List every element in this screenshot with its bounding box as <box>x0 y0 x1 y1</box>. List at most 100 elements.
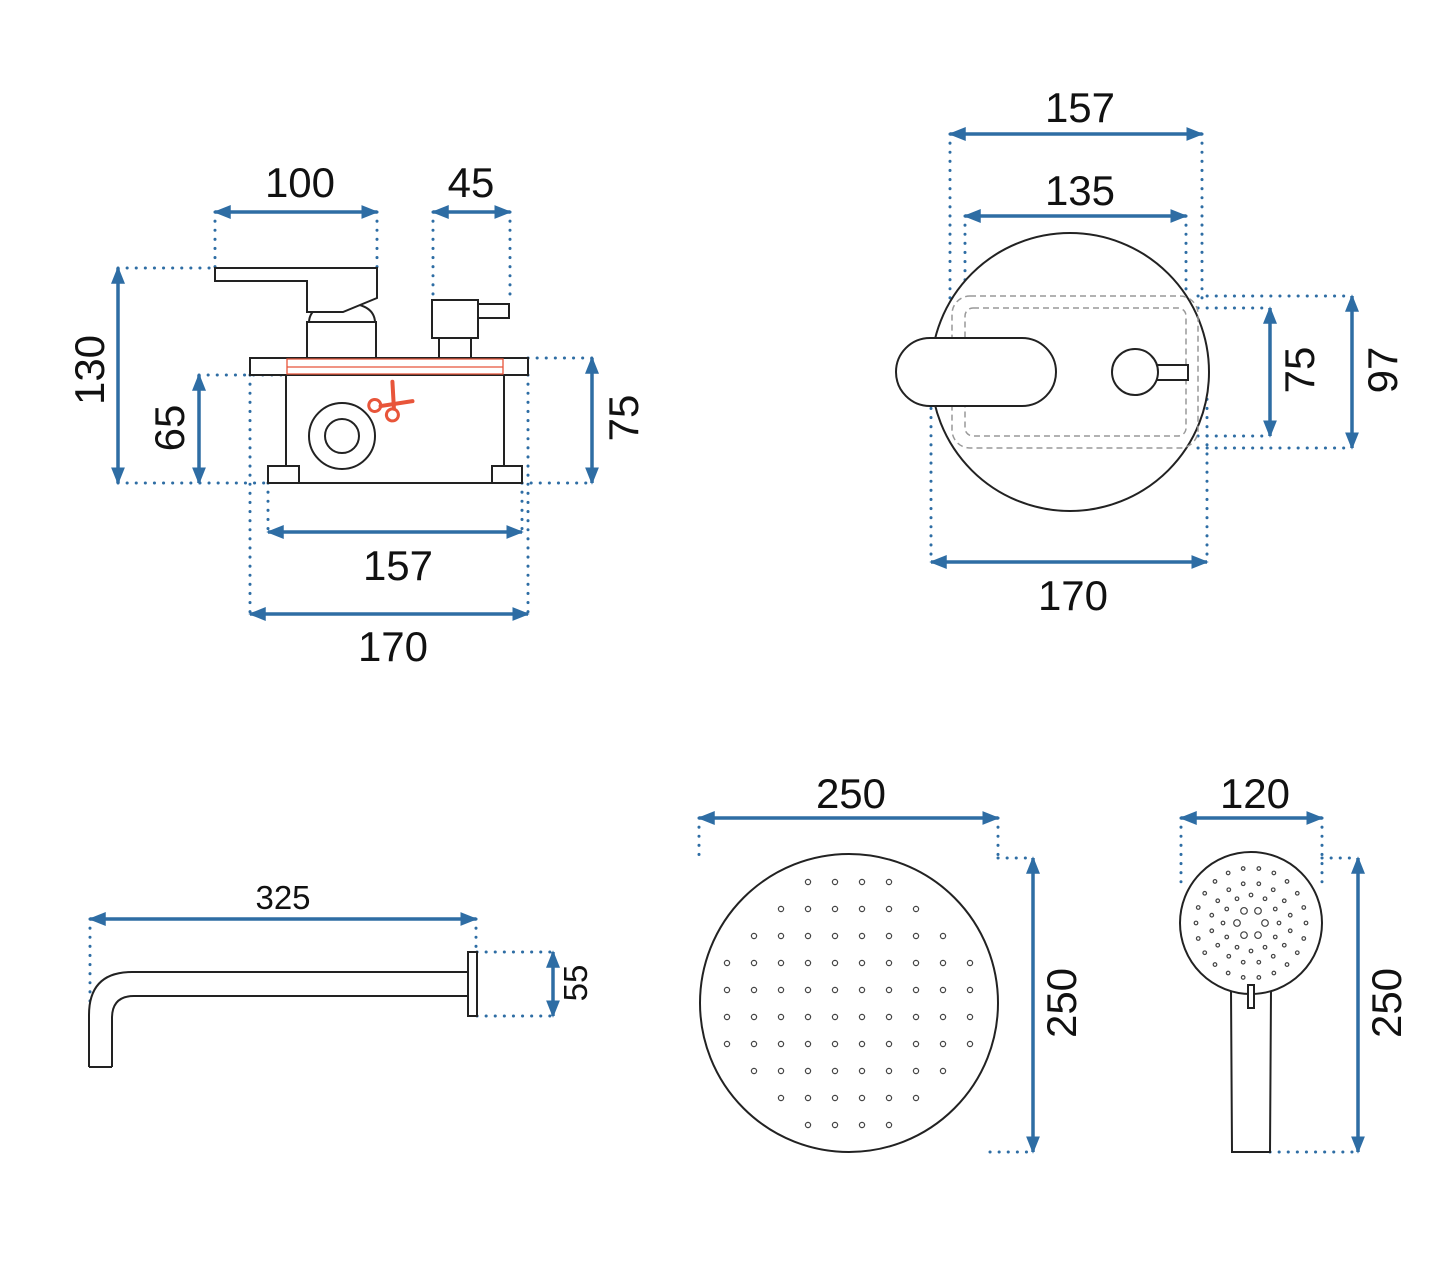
nozzle-hole <box>1202 950 1208 956</box>
nozzle-hole <box>831 1067 839 1075</box>
mixer-front-view: 157 135 75 97 170 <box>895 84 1406 619</box>
nozzle-hole <box>1195 905 1201 910</box>
dim-label-head-width: 250 <box>816 770 886 817</box>
nozzle-hole <box>723 1040 731 1048</box>
nozzle-hole <box>1287 928 1293 934</box>
nozzle-hole <box>1209 912 1215 918</box>
nozzle-hole <box>1215 942 1221 948</box>
nozzle-hole <box>831 1094 839 1102</box>
nozzle-hole <box>858 905 866 913</box>
nozzle-hole <box>966 959 974 967</box>
nozzle-hole <box>1256 975 1262 980</box>
nozzle-hole <box>1271 970 1277 976</box>
scissors-icon <box>367 379 415 423</box>
nozzle-hole <box>723 1013 731 1021</box>
diverter-pin <box>1155 364 1189 381</box>
nozzle-hole <box>1256 866 1262 871</box>
nozzle-hole <box>939 986 947 994</box>
wall-flange <box>467 951 478 1017</box>
nozzle-hole <box>1225 970 1231 976</box>
nozzle-hole <box>1195 936 1201 941</box>
nozzle-hole <box>831 1013 839 1021</box>
nozzle-hole <box>1287 912 1293 918</box>
hand-shower: 120 250 <box>1179 770 1410 1154</box>
nozzle-hole <box>804 959 812 967</box>
hidden-box-outline <box>951 295 1199 449</box>
nozzle-hole <box>912 1094 920 1102</box>
nozzle-hole <box>1276 920 1282 926</box>
nozzle-hole <box>750 986 758 994</box>
nozzle-hole <box>1284 962 1290 967</box>
nozzle-hole <box>1240 866 1246 871</box>
nozzle-hole <box>885 905 893 913</box>
nozzle-hole <box>885 1040 893 1048</box>
nozzle-hole <box>1220 920 1226 926</box>
nozzle-hole <box>804 878 812 886</box>
nozzle-hole <box>777 1067 785 1075</box>
nozzle-hole <box>885 1094 893 1102</box>
nozzle-hole <box>1270 953 1276 959</box>
nozzle-hole <box>804 1040 812 1048</box>
nozzle-hole <box>858 1013 866 1021</box>
nozzle-hole <box>1234 944 1240 950</box>
nozzle-hole <box>966 986 974 994</box>
nozzle-hole <box>1261 919 1269 927</box>
nozzle-hole <box>912 1013 920 1021</box>
nozzle-hole <box>777 1094 785 1102</box>
nozzle-hole <box>885 932 893 940</box>
nozzle-hole <box>939 932 947 940</box>
extension-lines <box>929 132 1354 564</box>
nozzle-hole <box>1233 919 1241 927</box>
nozzle-hole <box>777 905 785 913</box>
nozzle-hole <box>1271 870 1277 876</box>
nozzle-hole <box>885 878 893 886</box>
nozzle-hole <box>777 986 785 994</box>
nozzle-hole <box>1240 975 1246 980</box>
nozzle-hole <box>912 1067 920 1075</box>
nozzle-holes <box>1193 866 1309 980</box>
dim-label-hand-width: 120 <box>1220 770 1290 817</box>
dim-label-outer-height: 97 <box>1359 347 1406 394</box>
nozzle-hole <box>885 986 893 994</box>
nozzle-hole <box>1225 870 1231 876</box>
nozzle-hole <box>804 1067 812 1075</box>
dim-label-total-height: 130 <box>66 335 113 405</box>
nozzle-hole <box>1272 934 1278 940</box>
nozzle-hole <box>1303 920 1309 926</box>
nozzle-hole <box>1294 950 1300 956</box>
nozzle-hole <box>939 1067 947 1075</box>
nozzle-hole <box>804 986 812 994</box>
dim-label-cover-diameter: 170 <box>1038 572 1108 619</box>
nozzle-hole <box>939 959 947 967</box>
nozzle-hole <box>858 1094 866 1102</box>
nozzle-hole <box>1248 892 1254 898</box>
nozzle-hole <box>777 1040 785 1048</box>
nozzle-hole <box>1262 896 1268 902</box>
dim-label-arm-length: 325 <box>255 879 310 916</box>
nozzle-hole <box>939 1040 947 1048</box>
nozzle-hole <box>1209 928 1215 934</box>
nozzle-hole <box>1301 905 1307 910</box>
nozzle-hole <box>885 1121 893 1129</box>
nozzle-hole <box>1254 906 1262 915</box>
nozzle-hole <box>1226 953 1232 959</box>
nozzle-hole <box>1212 962 1218 967</box>
nozzle-hole <box>750 1040 758 1048</box>
nozzle-hole <box>831 932 839 940</box>
nozzle-hole <box>723 959 731 967</box>
nozzle-hole <box>1240 881 1246 887</box>
nozzle-hole <box>858 878 866 886</box>
nozzle-hole <box>858 1040 866 1048</box>
dim-label-outer-width: 157 <box>1045 84 1115 131</box>
nozzle-hole <box>831 959 839 967</box>
nozzle-hole <box>1234 896 1240 902</box>
mixer-side-view: 100 45 130 65 75 157 170 <box>66 159 647 670</box>
nozzle-hole <box>885 959 893 967</box>
nozzle-hole <box>1240 959 1246 965</box>
nozzle-hole <box>1240 931 1248 940</box>
nozzle-hole <box>1248 948 1254 954</box>
shower-arm: 325 55 <box>88 879 594 1068</box>
mixer-body <box>214 267 529 484</box>
dim-label-lever-width: 100 <box>265 159 335 206</box>
